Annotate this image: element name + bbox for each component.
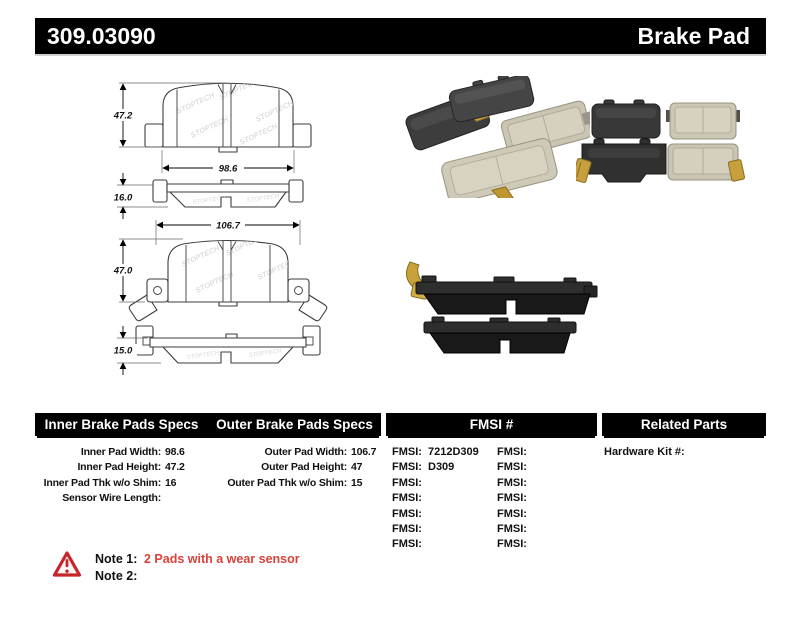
fmsi-label: FMSI: [392,538,422,551]
fmsi-header: FMSI # [469,417,514,432]
outer-specs-column: Outer Pad Width:106.7 Outer Pad Height: 4… [194,445,376,491]
product-photo-edge [406,261,598,354]
note2-label: Note 2: [95,569,138,583]
spec-value: 98.6 [165,446,185,458]
spec-label: Outer Pad Thk w/o Shim: [227,476,347,489]
spec-row: Outer Pad Height: 47 [194,460,376,475]
fmsi-header-bar: FMSI # [386,413,597,436]
fmsi-column-2: FMSI: FMSI: FMSI: FMSI: FMSI: FMSI: FMSI… [497,445,533,553]
inner-specs-column: Inner Pad Width: 98.6 Inner Pad Height: 47… [35,445,185,507]
spec-value: 47.2 [165,461,185,474]
fmsi-label: FMSI: [497,522,527,535]
related-parts-column: Hardware Kit #: [604,445,687,460]
fmsi-row: FMSI: [392,476,479,491]
inner-pad-side-drawing: STOPTECH STOPTECH [152,179,304,208]
outer-pad-side-drawing: STOPTECH STOPTECH [135,325,321,364]
fmsi-label: FMSI: [392,461,422,474]
fmsi-row: FMSI: [392,537,479,552]
fmsi-row: FMSI: [497,460,533,475]
technical-drawings: STOPTECH STOPTECH STOPTECH STOPTECH STOP… [109,82,328,375]
note1-label: Note 1: [95,552,138,566]
spec-value: 15 [351,476,363,489]
fmsi-column-1: FMSI: 7212D309 FMSI: D309 FMSI: FMSI: FMSI… [392,445,479,553]
svg-text:STOPTECH: STOPTECH [246,193,280,204]
fmsi-label: FMSI: [497,538,527,551]
spec-value: 106.7 [351,446,377,458]
note1-text: 2 Pads with a wear sensor [144,552,300,566]
spec-row: Inner Pad Width: 98.6 [35,445,185,460]
outer-width-dimension: 106.7 [216,221,240,232]
fmsi-row: FMSI: [392,522,479,537]
fmsi-value: 7212D309 [428,446,479,458]
inner-specs-header: Inner Brake Pads Specs [44,417,199,432]
spec-label: Sensor Wire Length: [62,492,161,505]
inner-thickness-dimension: 16.0 [114,193,133,204]
spec-value: 16 [165,476,177,489]
fmsi-label: FMSI: [392,492,422,505]
product-type: Brake Pad [637,22,750,49]
related-parts-header: Related Parts [640,417,728,432]
fmsi-label: FMSI: [497,492,527,505]
fmsi-row: FMSI: [497,537,533,552]
product-photo-angled [405,76,590,198]
related-row: Hardware Kit #: [604,445,687,460]
related-label: Hardware Kit #: [604,446,685,458]
fmsi-row: FMSI: [497,507,533,522]
fmsi-label: FMSI: [392,522,422,535]
spec-label: Outer Pad Width: [264,446,348,458]
fmsi-row: FMSI: D309 [392,460,479,475]
inner-height-dimension: 47.2 [113,111,133,122]
fmsi-label: FMSI: [392,446,422,458]
specs-header-bar: Inner Brake Pads Specs Outer Brake Pads … [35,413,381,436]
spec-row: Outer Pad Width:106.7 [194,445,377,460]
fmsi-label: FMSI: [392,476,422,489]
fmsi-label: FMSI: [497,461,527,474]
spec-row: Sensor Wire Length: [35,491,185,506]
related-parts-header-bar: Related Parts [602,413,766,436]
svg-text:STOPTECH: STOPTECH [248,348,282,359]
svg-text:STOPTECH: STOPTECH [192,195,226,206]
warning-icon [52,551,82,577]
fmsi-row: FMSI: [497,476,533,491]
outer-side-dimensions: 15.0 [109,326,161,375]
fmsi-row: FMSI: [497,522,533,537]
fmsi-value: D309 [428,461,455,474]
inner-width-dimension: 98.6 [219,164,238,175]
spec-label: Outer Pad Height: [261,461,347,474]
fmsi-row: FMSI: 7212D309 [392,445,479,460]
spec-row: Inner Pad Height: 47.2 [35,460,185,475]
fmsi-row: FMSI: [497,491,533,506]
fmsi-row: FMSI: [392,491,479,506]
outer-thickness-dimension: 15.0 [114,346,133,357]
outer-specs-header: Outer Brake Pads Specs [216,417,373,432]
spec-label: Inner Pad Width: [80,446,161,458]
spec-label: Inner Pad Height: [77,461,161,474]
fmsi-label: FMSI: [497,446,527,458]
inner-side-dimensions: 16.0 [109,173,168,219]
spec-row: Outer Pad Thk w/o Shim: 15 [194,476,376,491]
outer-height-dimension: 47.0 [113,266,133,277]
outer-pad-front-drawing: STOPTECH STOPTECH STOPTECH STOPTECH [128,239,328,322]
header-bar: 309.03090 Brake Pad [35,18,766,54]
outer-front-dimensions: 106.7 47.0 [109,219,301,303]
fmsi-row: FMSI: [392,507,479,522]
fmsi-label: FMSI: [392,507,422,520]
fmsi-label: FMSI: [497,507,527,520]
inner-front-dimensions: 47.2 98.6 [110,82,295,175]
spec-value: 47 [351,461,363,474]
spec-row: Inner Pad Thk w/o Shim:16 [35,476,185,491]
fmsi-label: FMSI: [497,476,527,489]
product-photo-grid [576,99,746,184]
part-number: 309.03090 [47,22,156,49]
spec-label: Inner Pad Thk w/o Shim: [43,476,162,489]
svg-text:STOPTECH: STOPTECH [186,350,220,361]
fmsi-row: FMSI: [497,445,533,460]
inner-pad-front-drawing: STOPTECH STOPTECH STOPTECH STOPTECH STOP… [144,82,312,153]
